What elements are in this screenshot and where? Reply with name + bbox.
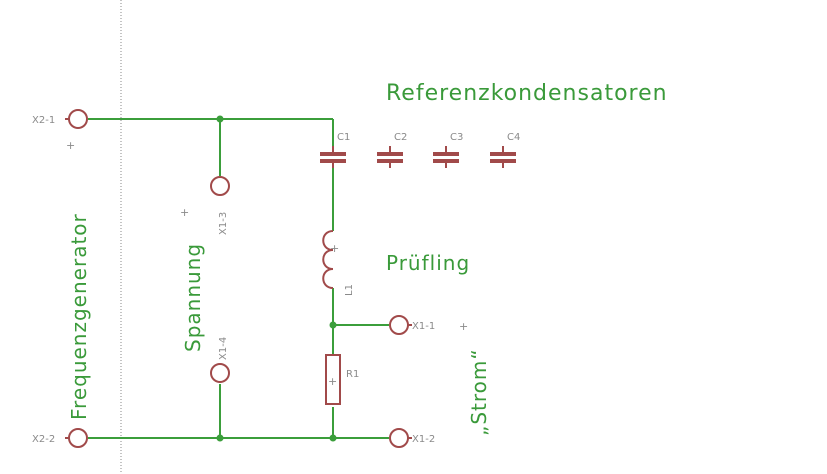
- inductor-l1[interactable]: + L1: [322, 230, 355, 296]
- capacitor-c3[interactable]: C3: [433, 132, 463, 168]
- connector-x1-4-label: X1-4: [218, 337, 229, 360]
- junction-top: [216, 115, 224, 123]
- connector-x1-2-label: X1-2: [412, 434, 435, 445]
- voltage-polarity-mark: +: [180, 206, 189, 219]
- connector-x2-1-label: X2-1: [32, 115, 55, 126]
- connector-x2-1[interactable]: X2-1: [32, 109, 88, 129]
- resistor-r1-label: R1: [346, 369, 359, 380]
- inductor-l1-label: L1: [344, 284, 355, 296]
- voltage-label: Spannung: [181, 243, 205, 352]
- junction-bottom-right: [329, 434, 337, 442]
- capacitor-c4[interactable]: C4: [490, 132, 520, 168]
- connector-x2-2[interactable]: X2-2: [32, 428, 88, 448]
- capacitor-c2-label: C2: [394, 132, 407, 143]
- inductor-l1-polarity: +: [330, 242, 339, 255]
- connector-x1-4[interactable]: X1-4: [210, 337, 230, 383]
- junction-bottom: [216, 434, 224, 442]
- current-polarity-mark: +: [459, 320, 468, 333]
- generator-label: Frequenzgenerator: [67, 213, 91, 420]
- connector-x1-1[interactable]: X1-1: [389, 315, 435, 335]
- capacitor-c4-label: C4: [507, 132, 520, 143]
- resistor-r1-polarity: +: [328, 375, 337, 388]
- generator-polarity-mark: +: [66, 139, 75, 152]
- connector-x1-3[interactable]: X1-3: [210, 176, 230, 235]
- reference-capacitors-title: Referenzkondensatoren: [386, 81, 668, 106]
- connector-x2-2-label: X2-2: [32, 434, 55, 445]
- connector-x1-1-label: X1-1: [412, 321, 435, 332]
- capacitor-c1-label: C1: [337, 132, 350, 143]
- junction-mid: [329, 321, 337, 329]
- capacitor-c2[interactable]: C2: [377, 132, 407, 168]
- capacitor-c3-label: C3: [450, 132, 463, 143]
- dut-label: Prüfling: [386, 251, 470, 275]
- capacitor-c1[interactable]: C1: [320, 132, 350, 168]
- resistor-r1[interactable]: + R1: [325, 354, 359, 405]
- current-label: „Strom“: [467, 348, 491, 436]
- connector-x1-2[interactable]: X1-2: [389, 428, 435, 448]
- connector-x1-3-label: X1-3: [218, 212, 229, 235]
